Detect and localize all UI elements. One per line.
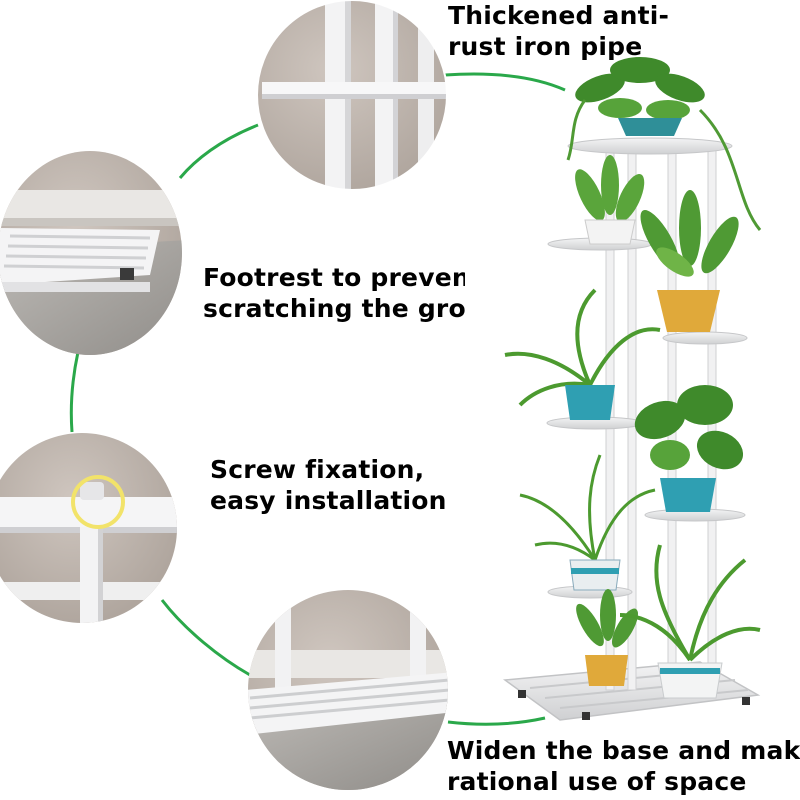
detail-screw-circle: [0, 433, 177, 623]
connector-arc: [447, 716, 546, 726]
detail-footrest-circle: [0, 151, 182, 355]
caption-footrest-line1: Footrest to prevent: [203, 263, 465, 292]
screw-highlight: [71, 475, 125, 529]
caption-screw: Screw fixation, easy installation: [210, 454, 447, 516]
connector-arc: [178, 123, 259, 179]
caption-footrest-line2: scratching the ground: [203, 294, 465, 323]
connector-arc: [444, 72, 566, 92]
caption-screw-line1: Screw fixation,: [210, 455, 425, 484]
caption-pipe-line1: Thickened anti-: [448, 1, 670, 30]
plants: [504, 57, 762, 699]
connector-arc: [69, 351, 80, 433]
caption-screw-line2: easy installation: [210, 486, 447, 515]
caption-base-line1: Widen the base and make: [447, 736, 800, 765]
caption-base-line2: rational use of space: [447, 767, 747, 796]
caption-pipe-line2: rust iron pipe: [448, 32, 643, 61]
caption-footrest: Footrest to prevent scratching the groun…: [203, 262, 465, 324]
caption-base: Widen the base and make rational use of …: [447, 735, 800, 797]
caption-pipe: Thickened anti- rust iron pipe: [448, 0, 669, 62]
detail-base-circle: [248, 590, 448, 790]
connector-arc: [160, 599, 251, 677]
detail-pipe-circle: [257, 0, 447, 190]
